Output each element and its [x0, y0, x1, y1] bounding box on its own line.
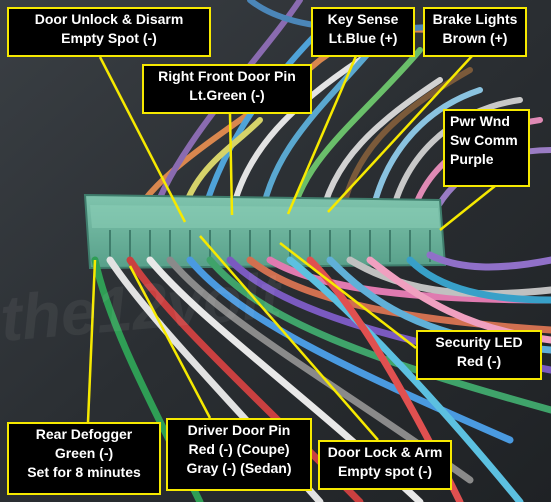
label-right-front-door-line2: Lt.Green (-)	[189, 87, 265, 103]
label-security-led: Security LED Red (-)	[416, 330, 542, 380]
label-key-sense-line1: Key Sense	[327, 11, 399, 27]
label-driver-door-line3: Gray (-) (Sedan)	[186, 460, 292, 476]
label-rear-defogger: Rear Defogger Green (-) Set for 8 minute…	[7, 422, 161, 495]
label-driver-door: Driver Door Pin Red (-) (Coupe) Gray (-)…	[166, 418, 312, 491]
label-driver-door-line2: Red (-) (Coupe)	[188, 441, 290, 457]
label-door-lock-line1: Door Lock & Arm	[327, 444, 443, 460]
label-right-front-door-line1: Right Front Door Pin	[158, 68, 296, 84]
label-pwr-wnd-line3: Purple	[450, 151, 494, 167]
label-door-unlock-line2: Empty Spot (-)	[61, 30, 157, 46]
connector-body	[83, 193, 447, 270]
label-door-lock: Door Lock & Arm Empty spot (-)	[318, 440, 452, 490]
label-brake-lights-line2: Brown (+)	[442, 30, 508, 46]
label-security-led-line2: Red (-)	[456, 353, 502, 369]
label-door-lock-line2: Empty spot (-)	[337, 463, 433, 479]
label-key-sense-line2: Lt.Blue (+)	[328, 30, 398, 46]
label-driver-door-line1: Driver Door Pin	[187, 422, 291, 438]
label-pwr-wnd: Pwr Wnd Sw Comm Purple	[443, 109, 530, 187]
label-right-front-door: Right Front Door Pin Lt.Green (-)	[142, 64, 312, 114]
label-rear-defogger-line2: Green (-)	[54, 445, 114, 461]
label-rear-defogger-line3: Set for 8 minutes	[27, 464, 141, 480]
leader-lines	[86, 55, 496, 441]
label-key-sense: Key Sense Lt.Blue (+)	[311, 7, 415, 57]
label-brake-lights: Brake Lights Brown (+)	[423, 7, 527, 57]
label-door-unlock-line1: Door Unlock & Disarm	[34, 11, 184, 27]
label-door-unlock: Door Unlock & Disarm Empty Spot (-)	[7, 7, 211, 57]
label-security-led-line1: Security LED	[435, 334, 523, 350]
label-rear-defogger-line1: Rear Defogger	[35, 426, 133, 442]
label-brake-lights-line1: Brake Lights	[432, 11, 518, 27]
label-pwr-wnd-line1: Pwr Wnd	[450, 113, 510, 129]
label-pwr-wnd-line2: Sw Comm	[450, 132, 518, 148]
